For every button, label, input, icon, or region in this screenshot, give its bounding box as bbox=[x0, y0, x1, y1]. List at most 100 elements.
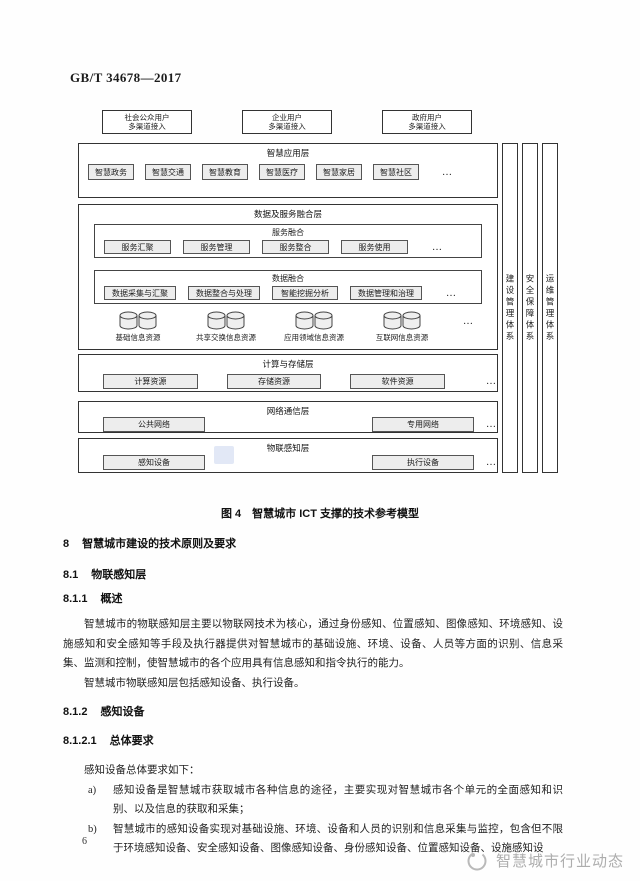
ellipsis: … bbox=[486, 419, 497, 430]
body-text: 8 智慧城市建设的技术原则及要求 8.1 物联感知层 8.1.1 概述 智慧城市的物联… bbox=[63, 537, 563, 859]
app-box: 智慧交通 bbox=[145, 164, 191, 180]
database-cylinders-icon bbox=[295, 311, 333, 330]
resource-label: 应用领域信息资源 bbox=[284, 333, 344, 342]
user-access-row: 社会公众用户 多渠道接入 企业用户 多渠道接入 政府用户 多渠道接入 bbox=[78, 110, 560, 134]
user-box-line2: 多渠道接入 bbox=[268, 122, 306, 131]
sub-title: 服务融合 bbox=[272, 228, 304, 237]
service-box: 服务汇聚 bbox=[104, 240, 171, 254]
layer-stack: 智慧应用层 智慧政务 智慧交通 智慧教育 智慧医疗 智慧家居 智慧社区 … 数据… bbox=[78, 143, 498, 473]
heading-number: 8.1.1 bbox=[63, 593, 88, 605]
data-box: 智能挖掘分析 bbox=[272, 286, 338, 300]
data-box: 数据采集与汇聚 bbox=[104, 286, 176, 300]
ellipsis: … bbox=[446, 287, 457, 299]
user-box-public: 社会公众用户 多渠道接入 bbox=[102, 110, 192, 134]
footer-logo-icon bbox=[467, 851, 487, 871]
information-resources-row: 基础信息资源 共享交换信息资源 bbox=[79, 310, 497, 343]
sub-title: 数据融合 bbox=[272, 274, 304, 283]
heading-8-1-1: 8.1.1 概述 bbox=[63, 592, 563, 607]
user-box-line1: 企业用户 bbox=[272, 113, 302, 122]
layer-iot-sensing: 物联感知层 感知设备 执行设备 … bbox=[78, 438, 498, 473]
user-box-line2: 多渠道接入 bbox=[408, 122, 446, 131]
ellipsis: … bbox=[442, 166, 453, 178]
resource-group: 应用领域信息资源 bbox=[275, 310, 353, 343]
list-intro: 感知设备总体要求如下： bbox=[84, 765, 200, 776]
pillar-security-assurance: 安全保障体系 bbox=[522, 143, 538, 473]
network-box: 专用网络 bbox=[372, 417, 474, 432]
ellipsis: … bbox=[486, 376, 498, 387]
app-box: 智慧政务 bbox=[88, 164, 134, 180]
list-item-b: b) 智慧城市的感知设备实现对基础设施、环境、设备和人员的识别和信息采集与监控，… bbox=[63, 820, 563, 859]
list-text: 感知设备是智慧城市获取城市各种信息的途径，主要实现对智慧城市各个单元的全面感知和… bbox=[113, 784, 563, 816]
footer-watermark-text: 智慧城市行业动态 bbox=[496, 852, 625, 870]
user-box-government: 政府用户 多渠道接入 bbox=[382, 110, 472, 134]
layer-data-service-fusion: 数据及服务融合层 服务融合 服务汇聚 服务管理 服务整合 服务使用 … 数据融合 bbox=[78, 204, 498, 350]
heading-title: 物联感知层 bbox=[91, 569, 147, 581]
compute-box: 软件资源 bbox=[350, 374, 446, 389]
user-box-line1: 政府用户 bbox=[412, 113, 442, 122]
resource-group: 共享交换信息资源 bbox=[187, 310, 265, 343]
app-box: 智慧家居 bbox=[316, 164, 362, 180]
app-box: 智慧医疗 bbox=[259, 164, 305, 180]
heading-title: 概述 bbox=[100, 593, 123, 605]
ellipsis: … bbox=[463, 316, 474, 327]
data-fusion-box: 数据融合 数据采集与汇聚 数据整合与处理 智能挖掘分析 数据管理和治理 … bbox=[94, 270, 482, 304]
data-box: 数据整合与处理 bbox=[188, 286, 260, 300]
database-cylinders-icon bbox=[119, 311, 157, 330]
sensing-box: 感知设备 bbox=[103, 455, 205, 470]
layer-title: 数据及服务融合层 bbox=[253, 209, 322, 219]
list-label: a) bbox=[88, 784, 97, 796]
page-number: 6 bbox=[82, 836, 87, 847]
layer-title: 计算与存储层 bbox=[262, 359, 314, 369]
footer-watermark: 智慧城市行业动态 bbox=[465, 848, 624, 872]
heading-8-1: 8.1 物联感知层 bbox=[63, 568, 563, 583]
pillar-group: 建设管理体系 安全保障体系 运维管理体系 bbox=[502, 143, 558, 473]
layer-title: 智慧应用层 bbox=[266, 148, 310, 158]
heading-8-1-2: 8.1.2 感知设备 bbox=[63, 705, 563, 720]
compute-box: 存储资源 bbox=[226, 374, 322, 389]
resource-label: 互联网信息资源 bbox=[375, 333, 429, 342]
list-label: b) bbox=[88, 823, 97, 835]
heading-8: 8 智慧城市建设的技术原则及要求 bbox=[63, 537, 563, 552]
heading-number: 8 bbox=[63, 538, 70, 550]
sensing-box: 执行设备 bbox=[372, 455, 474, 470]
figure-caption: 图 4 智慧城市 ICT 支撑的技术参考模型 bbox=[220, 508, 419, 520]
layer-title: 网络通信层 bbox=[266, 406, 310, 416]
figure-4-diagram: 社会公众用户 多渠道接入 企业用户 多渠道接入 政府用户 多渠道接入 智慧应用层… bbox=[78, 110, 560, 473]
database-cylinders-icon bbox=[207, 311, 245, 330]
data-box: 数据管理和治理 bbox=[350, 286, 422, 300]
heading-title: 感知设备 bbox=[100, 706, 145, 718]
user-box-enterprise: 企业用户 多渠道接入 bbox=[242, 110, 332, 134]
ellipsis: … bbox=[486, 457, 497, 468]
user-box-line2: 多渠道接入 bbox=[128, 122, 166, 131]
standard-code: GB/T 34678—2017 bbox=[70, 70, 182, 85]
resource-group: 基础信息资源 bbox=[99, 310, 177, 343]
heading-number: 8.1.2.1 bbox=[63, 735, 97, 747]
service-box: 服务管理 bbox=[183, 240, 250, 254]
paragraph: 智慧城市物联感知层包括感知设备、执行设备。 bbox=[84, 677, 305, 689]
pillar-operation-maintenance: 运维管理体系 bbox=[542, 143, 558, 473]
heading-number: 8.1 bbox=[63, 569, 79, 581]
app-box: 智慧教育 bbox=[202, 164, 248, 180]
layer-network-communication: 网络通信层 公共网络 专用网络 … bbox=[78, 401, 498, 433]
heading-8-1-2-1: 8.1.2.1 总体要求 bbox=[63, 734, 563, 749]
resource-label: 基础信息资源 bbox=[115, 333, 161, 342]
compute-box: 计算资源 bbox=[103, 374, 198, 389]
layer-smart-application: 智慧应用层 智慧政务 智慧交通 智慧教育 智慧医疗 智慧家居 智慧社区 … bbox=[78, 143, 498, 198]
service-box: 服务整合 bbox=[262, 240, 329, 254]
paragraph: 智慧城市的物联感知层主要以物联网技术为核心，通过身份感知、位置感知、图像感知、环… bbox=[63, 619, 563, 669]
pillar-construction-management: 建设管理体系 bbox=[502, 143, 518, 473]
scan-artifact-square bbox=[214, 446, 234, 464]
heading-title: 智慧城市建设的技术原则及要求 bbox=[82, 538, 237, 550]
user-box-line1: 社会公众用户 bbox=[124, 113, 170, 122]
service-box: 服务使用 bbox=[341, 240, 408, 254]
resource-label: 共享交换信息资源 bbox=[196, 333, 256, 342]
list-text: 智慧城市的感知设备实现对基础设施、环境、设备和人员的识别和信息采集与监控，包含但… bbox=[113, 823, 563, 855]
app-box: 智慧社区 bbox=[373, 164, 419, 180]
heading-title: 总体要求 bbox=[109, 735, 154, 747]
resource-group: 互联网信息资源 bbox=[363, 310, 441, 343]
list-item-a: a) 感知设备是智慧城市获取城市各种信息的途径，主要实现对智慧城市各个单元的全面… bbox=[63, 781, 563, 820]
ellipsis: … bbox=[432, 241, 443, 253]
heading-number: 8.1.2 bbox=[63, 706, 88, 718]
service-fusion-box: 服务融合 服务汇聚 服务管理 服务整合 服务使用 … bbox=[94, 224, 482, 258]
